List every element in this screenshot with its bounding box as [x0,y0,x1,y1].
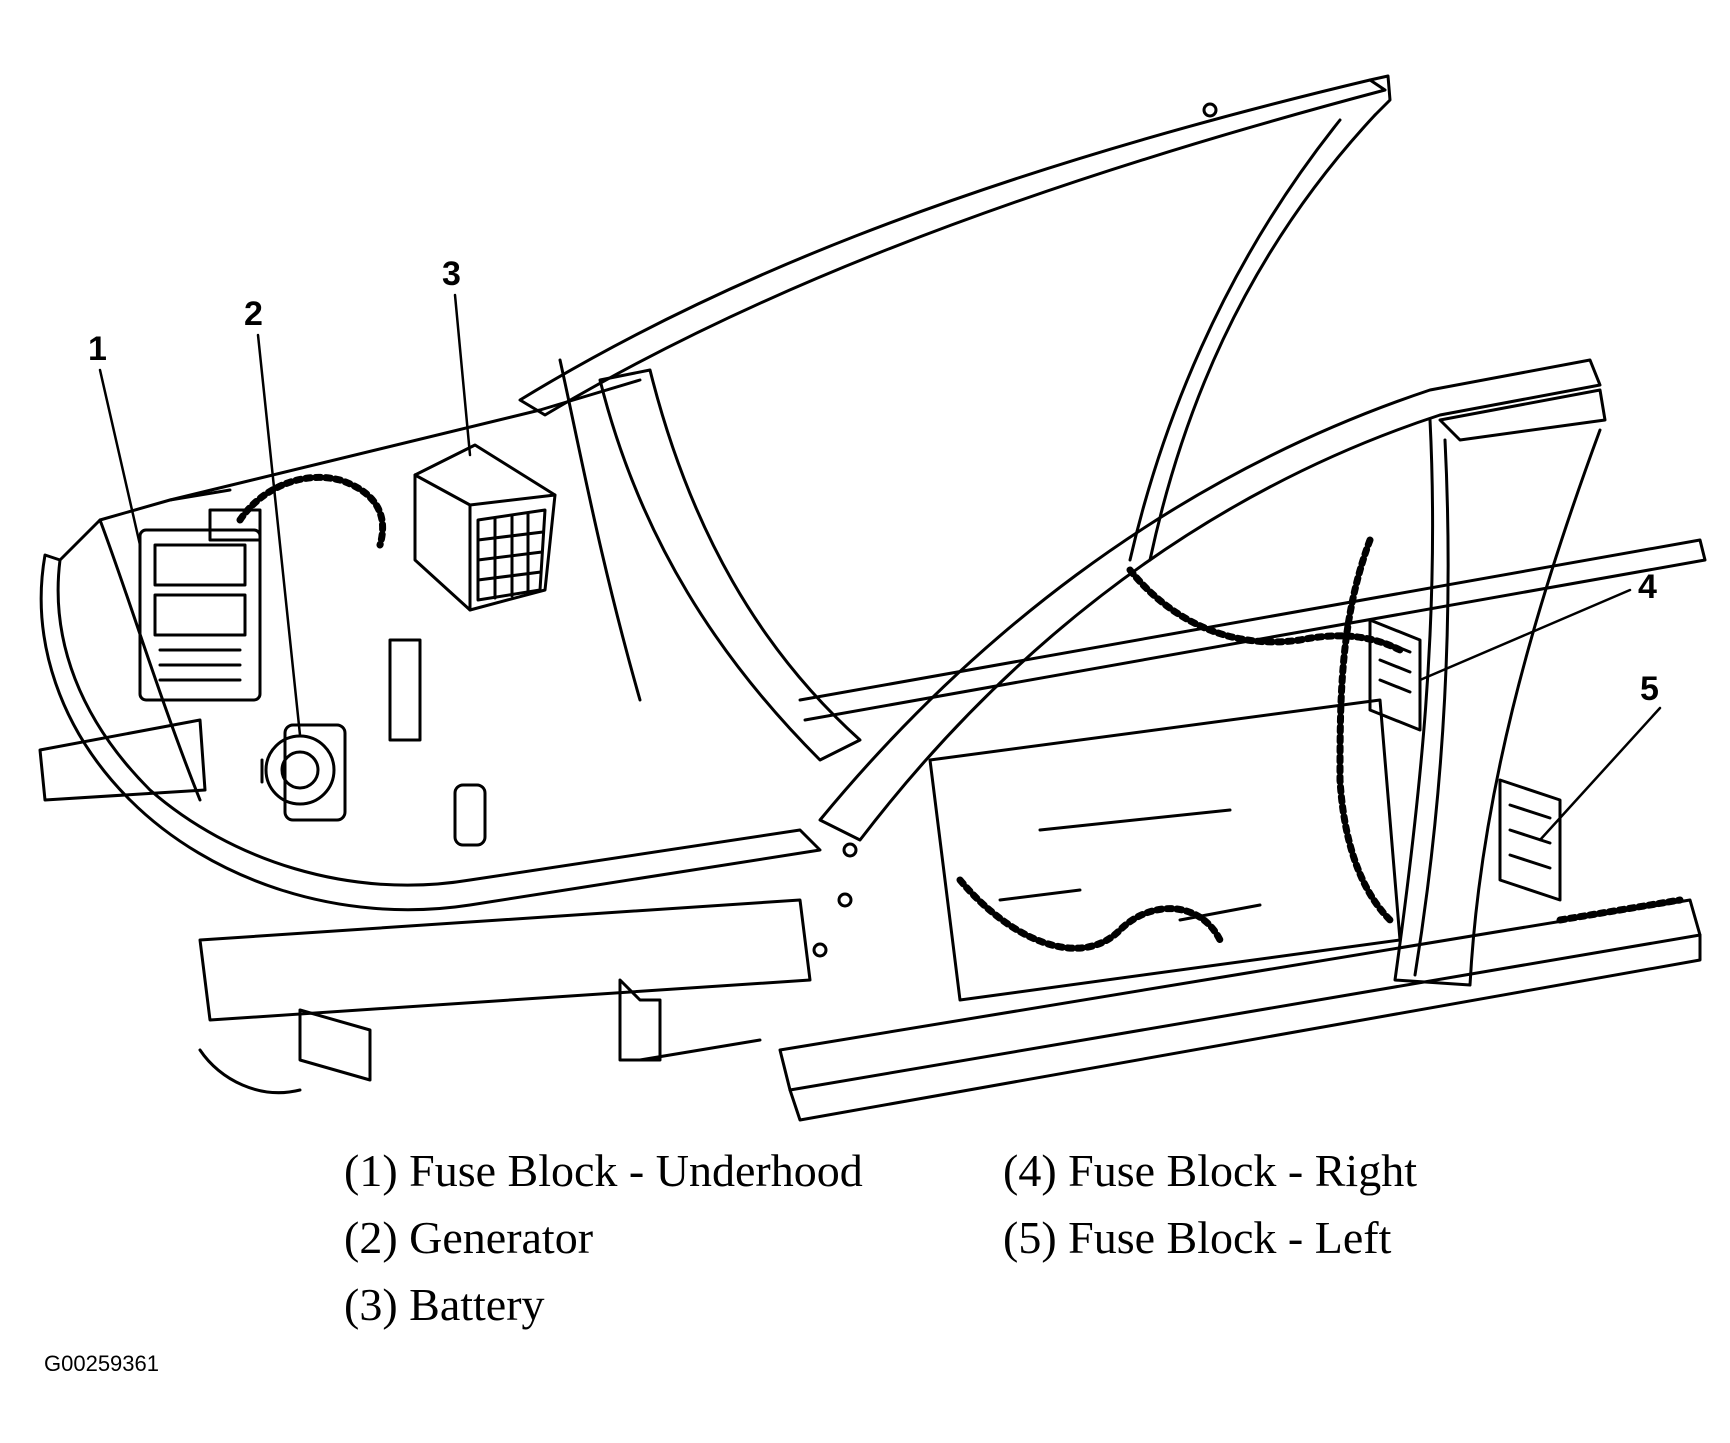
roof-rail [518,74,1392,562]
leader-1 [98,368,142,547]
leader-3 [453,293,472,457]
leader-2 [256,333,302,737]
leader-4 [1418,588,1632,682]
callout-3: 3 [442,255,461,293]
legend-item-4: (4) Fuse Block - Right [1003,1145,1417,1196]
wiring-harness [236,473,1684,952]
callout-4: 4 [1638,568,1657,606]
legend-item-3: (3) Battery [344,1279,545,1330]
callout-5: 5 [1640,670,1659,708]
legend-item-2: (2) Generator [344,1212,594,1263]
fuse-block-right [1368,618,1422,732]
front-apron [39,378,822,912]
battery [413,443,557,612]
floor-pan [928,698,1402,1002]
generator [260,723,347,822]
misc-details [198,638,858,1095]
a-pillar [558,358,862,762]
callout-2: 2 [244,295,263,333]
b-pillar [1393,418,1602,987]
callout-leaders [98,293,1662,842]
legend-item-5: (5) Fuse Block - Left [1003,1212,1392,1263]
leader-5 [1538,706,1662,842]
fuse-block-left [1498,778,1562,902]
legend-item-1: (1) Fuse Block - Underhood [344,1145,863,1196]
figure-code: G00259361 [44,1351,159,1376]
callout-1: 1 [88,330,107,368]
fuse-block-underhood [138,508,262,702]
